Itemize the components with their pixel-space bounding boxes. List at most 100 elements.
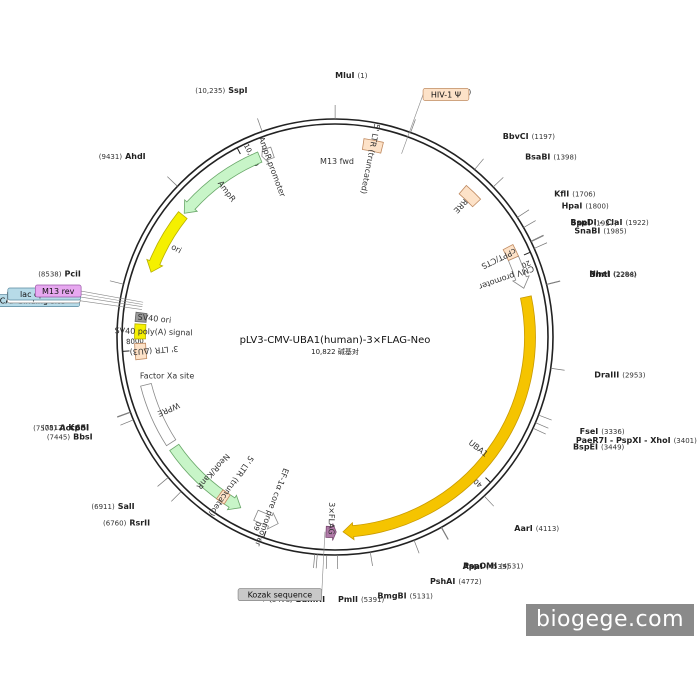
site-mlui: MluI(1): [335, 71, 368, 80]
callout-box-kozak-sequence: [237, 588, 323, 602]
site-leader: [369, 552, 373, 566]
map-center-text: pLV3-CMV-UBA1(human)-3×FLAG-Neo 10,822 碱…: [240, 335, 431, 356]
site-position: (2288): [614, 271, 638, 279]
site-name: SnaBI: [574, 227, 600, 236]
site-position: (2953): [622, 372, 646, 380]
feature-label: AmpR: [216, 179, 238, 204]
site-sspi: (10,235)SspI: [195, 86, 247, 95]
site-leader: [530, 235, 544, 243]
site-position: (2284): [613, 271, 637, 279]
site-leader: [550, 367, 565, 371]
site-position: (6760): [103, 520, 127, 528]
site-name: BspEI: [573, 443, 598, 452]
callout-leader: [80, 293, 143, 305]
site-leader: [410, 119, 416, 133]
plasmid-name: pLV3-CMV-UBA1(human)-3×FLAG-Neo: [240, 335, 431, 346]
site-name: PmlI: [338, 595, 358, 604]
feature-callouts: HIV-1 ΨCAP binding sitelac promoterlac o…: [0, 88, 470, 602]
site-pspomi: PspOMI(4531): [463, 562, 523, 571]
feature-label: SV40 poly(A) signal: [114, 326, 192, 337]
site-position: (3449): [601, 444, 625, 452]
callout-leader: [401, 94, 424, 154]
site-hpai: HpaI(1800): [562, 202, 609, 211]
site-position: (4772): [458, 578, 482, 586]
site-bbsi: (7445)BbsI: [47, 433, 93, 442]
site-position: (1): [358, 72, 368, 80]
site-leader: [171, 491, 182, 502]
callout-leader: [79, 300, 142, 310]
site-leader: [120, 419, 134, 426]
feature-label: WPRE: [156, 401, 181, 419]
feature-cmv-promoter: [507, 255, 530, 289]
site-position: (4531): [500, 563, 524, 571]
site-leader: [492, 177, 504, 188]
feature-rre: [458, 184, 482, 208]
site-position: (4113): [536, 525, 560, 533]
site-name: PspOMI: [463, 562, 497, 571]
site-pshai: PshAI(4772): [430, 577, 482, 586]
site-leader: [167, 176, 178, 187]
plasmid-length: 10,822 碱基对: [311, 347, 359, 356]
site-acc65i: (7508)Acc65I: [33, 424, 89, 433]
site-name: SalI: [118, 502, 135, 511]
feature-label: 3' LTR (ΔU3): [129, 344, 178, 357]
site-position: (1398): [553, 154, 577, 162]
feature-label: ori: [170, 242, 183, 255]
watermark: biogege.com: [526, 604, 694, 636]
site-leader: [109, 280, 124, 285]
site-snabi: SnaBI(1985): [574, 227, 626, 236]
site-name: BspDI - ClaI: [570, 218, 622, 227]
site-leader: [517, 209, 530, 218]
site-position: (1922): [625, 219, 649, 227]
callout-leader: [81, 290, 144, 303]
callout-box-hiv-1: [422, 88, 470, 101]
feature-label: SV40 ori: [137, 313, 171, 325]
feature-3-ltr-u3: [134, 342, 148, 361]
site-leader: [535, 422, 549, 429]
site-spei: SpeI(1927): [571, 219, 617, 228]
callout-leader: [321, 531, 326, 595]
feature-label: RRE: [452, 197, 470, 215]
feature-label: EF-1α core promoter: [253, 467, 290, 548]
feature-sv40-poly-a-signal: [134, 323, 147, 340]
feature-ori: [146, 211, 188, 273]
site-name: FseI: [580, 427, 599, 436]
site-name: KpnI: [68, 423, 89, 432]
site-name: NheI: [589, 270, 610, 279]
site-position: (8538): [38, 271, 62, 279]
feature-3-flag: [325, 523, 337, 541]
site-position: (3336): [601, 428, 625, 436]
site-bspei: BspEI(3449): [573, 443, 625, 452]
site-leader: [157, 477, 169, 487]
site-bsabi: BsaBI(1398): [525, 153, 577, 162]
site-name: HpaI: [562, 202, 583, 211]
site-name: AhdI: [125, 152, 146, 161]
small-label-m13-fwd: M13 fwd: [320, 157, 354, 166]
site-rsrii: (6760)RsrII: [103, 519, 150, 528]
tick-label: 8000: [126, 337, 144, 346]
site-leader: [474, 158, 484, 170]
small-label-factor-xa-site: Factor Xa site: [140, 371, 194, 380]
feature-5-ltr-truncated: [361, 138, 384, 154]
feature-label: AmpR promoter: [257, 135, 288, 198]
site-leader: [538, 414, 552, 421]
site-ahdi: (9431)AhdI: [99, 152, 146, 161]
site-leader: [315, 554, 318, 569]
site-sali: (6911)SalI: [91, 502, 134, 511]
site-position: (4535): [486, 563, 510, 571]
tick-mark: [263, 530, 267, 538]
site-position: (9431): [99, 153, 123, 161]
site-name: BbsI: [73, 433, 93, 442]
site-fsei: FseI(3336): [580, 427, 625, 436]
feature-cppt-cts: [502, 244, 519, 262]
callout-label: M13 rev: [42, 287, 75, 296]
site-leader: [440, 527, 449, 540]
feature-label: UBA1: [467, 438, 490, 459]
callout-label: HIV-1 Ψ: [431, 90, 461, 99]
feature-label: 3×FLAG: [327, 502, 337, 535]
site-name: BmgBI: [377, 592, 406, 601]
site-leader: [413, 540, 420, 554]
site-apai: ApaI(4535): [463, 562, 510, 571]
callout-box-m13-rev: [34, 284, 82, 298]
